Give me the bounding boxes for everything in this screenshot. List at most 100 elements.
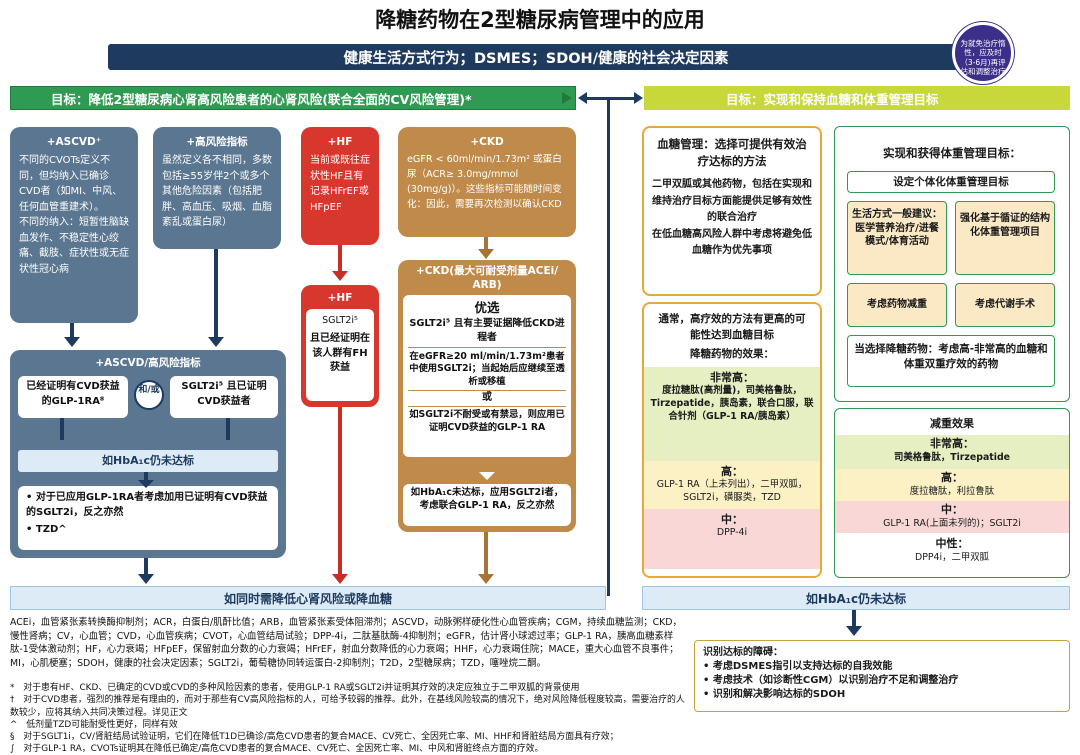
barrier-item-2: • 考虑技术（如诊断性CGM）以识别治疗不足和调整治疗 xyxy=(703,675,959,686)
weight-loss-head: 减重效果 xyxy=(930,417,974,430)
efficacy-intro: 通常，高疗效的方法有更高的可能性达到血糖目标 xyxy=(658,313,806,341)
card-hf-sglt2-title: +HF xyxy=(327,292,353,304)
ckd-preferred: 优选 xyxy=(474,300,500,316)
arrow-panel-mid-shaft xyxy=(144,472,148,482)
connector-right-arrowhead xyxy=(634,92,643,104)
arrow-highrisk-head xyxy=(208,337,224,347)
weight-title: 实现和获得体重管理目标： xyxy=(883,146,1021,160)
footnote-3: ^ 低剂量TZD可能耐受性更好，同样有效 xyxy=(10,719,178,730)
glucose-title: 血糖管理：选择可提供有效治疗达标的方法 xyxy=(657,137,807,168)
card-ckd-acei: +CKD(最大可耐受剂量ACEi/ ARB) 优选 SGLT2i⁵ 且有主要证据… xyxy=(398,260,576,532)
barriers-box: 识别达标的障碍： • 考虑DSMES指引以支持达标的自我效能 • 考虑技术（如诊… xyxy=(694,640,1070,712)
footnotes: * 对于患有HF、CKD、已确定的CVD或CVD的多种风险因素的患者，使用GLP… xyxy=(10,682,686,754)
page-title: 降糖药物在2型糖尿病管理中的应用 xyxy=(375,8,705,32)
arrow-ascvd-down-head xyxy=(138,574,154,584)
ascvd-panel: +ASCVD/高风险指标 已经证明有CVD获益的GLP-1RA⁸ 和/或 SGL… xyxy=(10,350,286,558)
card-high-risk: +高风险指标 虽然定义各不相同，多数包括≥55岁伴2个或多个其他危险因素（包括肥… xyxy=(153,127,281,249)
arrow-ckd-shaft xyxy=(484,237,488,251)
arrow-panel-left-shaft xyxy=(60,418,64,440)
bottom-right-bar: 如HbA₁c仍未达标 xyxy=(642,586,1070,610)
ascvd-bullets: • 对于已应用GLP-1RA者考虑加用已证明有CVD获益的SGLT2i，反之亦然… xyxy=(18,486,278,550)
weight-drug: 考虑药物减重 xyxy=(847,283,947,327)
ascvd-glp1-box: 已经证明有CVD获益的GLP-1RA⁸ xyxy=(18,376,128,418)
ascvd-hba1c-bar: 如HbA₁c仍未达标 xyxy=(18,450,278,472)
arrow-ckd-down-head xyxy=(478,574,494,584)
card-high-risk-body: 虽然定义各不相同，多数包括≥55岁伴2个或多个其他危险因素（包括肥胖、高血压、吸… xyxy=(162,155,272,229)
ascvd-bullet-1: • 对于已应用GLP-1RA者考虑加用已证明有CVD获益的SGLT2i，反之亦然 xyxy=(26,492,268,518)
efficacy-very-high: 非常高： 度拉糖肽(高剂量)，司美格鲁肽，Tirzepatide，胰岛素，联合口… xyxy=(644,366,820,461)
arrow-hf-down-shaft xyxy=(338,407,342,575)
ckd-pref-3: 如SGLT2i不耐受或有禁忌，则应用已证明CVD获益的GLP-1 RA xyxy=(409,408,565,433)
footnote-4: § 对于SGLT1i，CV/肾脏结局试验证明，它们在降低T1D已确诊/高危CVD… xyxy=(10,732,619,743)
wloss-intermediate: 中： GLP-1 RA(上面未列的)；SGLT2i xyxy=(835,501,1069,533)
hf-sglt2-body: 且已经证明在该人群有FH获益 xyxy=(310,333,370,374)
reassess-badge: 为就免治疗惰性，应及时（3-6月)再评估和调整治疗 xyxy=(952,22,1014,84)
ckd-inner-arrow xyxy=(479,472,495,480)
ckd-pref-1: SGLT2i⁵ 且有主要证据降低CKD进程者 xyxy=(409,318,565,343)
arrow-hf-down-head xyxy=(332,574,348,584)
weight-loss-panel: 减重效果 非常高： 司美格鲁肽，Tirzepatide 高： 度拉糖肽，利拉鲁肽… xyxy=(834,408,1070,578)
arrow-hf-head xyxy=(332,271,348,281)
arrow-ascvd-down-shaft xyxy=(144,558,148,576)
abbreviations: ACEi，血管紧张素转换酶抑制剂；ACR，白蛋白/肌酐比值；ARB，血管紧张素受… xyxy=(10,617,682,669)
card-hf-body: 当前或既往症状性HF且有记录HFrEF或HFpEF xyxy=(310,155,370,213)
arrow-ckd-head xyxy=(478,249,494,259)
right-goal-header: 目标：实现和保持血糖和体重管理目标 xyxy=(644,86,1070,110)
weight-surgery: 考虑代谢手术 xyxy=(955,283,1055,327)
hf-sglt2-label: SGLT2i⁵ xyxy=(322,315,358,327)
ascvd-sglt2-box: SGLT2i⁵ 且已证明CVD获益者 xyxy=(170,376,278,418)
ascvd-panel-title: +ASCVD/高风险指标 xyxy=(95,357,201,369)
weight-panel: 实现和获得体重管理目标： 设定个体化体重管理目标 生活方式一般建议：医学营养治疗… xyxy=(834,126,1070,402)
card-high-risk-title: +高风险指标 xyxy=(186,136,248,148)
card-ckd: +CKD eGFR < 60ml/min/1.73m² 或蛋白尿（ACR≥ 3.… xyxy=(398,127,576,237)
left-goal-header: 目标：降低2型糖尿病心肾高风险患者的心肾风险(联合全面的CV风险管理)* xyxy=(10,86,576,110)
arrow-panel-right-shaft xyxy=(226,418,230,440)
ascvd-bullet-2: • TZD^ xyxy=(26,524,67,535)
card-ascvd: +ASCVD⁺ 不同的CVOTs定义不同，但均纳入已确诊CVD者（如MI、中风、… xyxy=(10,127,138,323)
footnote-2: † 对于CVD患者，强烈的推荐是有理由的，而对于那些有CV高风险指标的人，可给予… xyxy=(10,695,685,718)
barriers-head: 识别达标的障碍： xyxy=(703,647,783,658)
arrow-barrier-shaft xyxy=(852,610,856,628)
card-ascvd-body: 不同的CVOTs定义不同，但均纳入已确诊CVD者（如MI、中风、任何血管重建术）… xyxy=(19,155,129,275)
efficacy-panel: 通常，高疗效的方法有更高的可能性达到血糖目标 降糖药物的效果： 非常高： 度拉糖… xyxy=(642,302,822,578)
arrow-highrisk-shaft xyxy=(214,249,218,339)
vertical-connector xyxy=(607,98,610,596)
barrier-item-1: • 考虑DSMES指引以支持达标的自我效能 xyxy=(703,661,893,672)
wloss-very-high: 非常高： 司美格鲁肽，Tirzepatide xyxy=(835,435,1069,469)
card-hf-title: +HF xyxy=(327,136,353,148)
barrier-item-3: • 识别和解决影响达标的SDOH xyxy=(703,689,846,700)
and-or-circle: 和/或 xyxy=(134,380,164,410)
wloss-neutral: 中性： DPP4i，二甲双胍 xyxy=(835,533,1069,573)
footnote-1: * 对于患有HF、CKD、已确定的CVD或CVD的多种风险因素的患者，使用GLP… xyxy=(10,683,580,693)
wloss-high: 高： 度拉糖肽，利拉鲁肽 xyxy=(835,469,1069,501)
bottom-left-bar: 如同时需降低心肾风险或降血糖 xyxy=(10,586,606,610)
card-ckd-body: eGFR < 60ml/min/1.73m² 或蛋白尿（ACR≥ 3.0mg/m… xyxy=(407,154,562,210)
card-ckd-title: +CKD xyxy=(470,136,504,148)
weight-set-goal: 设定个体化体重管理目标 xyxy=(847,171,1055,193)
efficacy-high: 高： GLP-1 RA（上未列出），二甲双胍，SGLT2i，磺脲类，TZD xyxy=(644,460,820,509)
weight-choose-drug: 当选择降糖药物：考虑高-非常高的血糖和体重双重疗效的药物 xyxy=(847,335,1055,387)
connector-left-arrowhead xyxy=(578,92,587,104)
glucose-panel: 血糖管理：选择可提供有效治疗达标的方法 二甲双胍或其他药物，包括在实现和维持治疗… xyxy=(642,126,822,296)
efficacy-head: 降糖药物的效果： xyxy=(690,347,774,360)
weight-intensive-program: 强化基于循证的结构化体重管理项目 xyxy=(955,201,1055,275)
lifestyle-bar: 健康生活方式行为；DSMES；SDOH/健康的社会决定因素 xyxy=(108,44,964,70)
ckd-hba1c-box: 如HbA₁c未达标，应用SGLT2i者，考虑联合GLP-1 RA，反之亦然 xyxy=(403,484,571,526)
left-header-arrow xyxy=(562,92,572,104)
arrow-barrier-head xyxy=(846,626,862,636)
ckd-pref-2: 在eGFR≥20 ml/min/1.73m²患者中使用SGLT2i；当起始后应继… xyxy=(409,350,565,387)
footnote-5: ∫ 对于GLP-1 RA，CVOTs证明其在降低已确定/高危CVD患者的复合MA… xyxy=(10,744,544,754)
card-hf-sglt2: +HF SGLT2i⁵ 且已经证明在该人群有FH获益 xyxy=(301,285,379,407)
weight-lifestyle: 生活方式一般建议：医学营养治疗/进餐模式/体育活动 xyxy=(847,201,947,275)
card-hf: +HF 当前或既往症状性HF且有记录HFrEF或HFpEF xyxy=(301,127,379,245)
arrow-panel-mid-head xyxy=(138,480,154,488)
arrow-ascvd-head xyxy=(64,337,80,347)
card-ascvd-title: +ASCVD⁺ xyxy=(46,136,102,148)
glucose-body: 二甲双胍或其他药物，包括在实现和维持治疗目标方面能提供足够有效性的联合治疗 在低… xyxy=(652,179,812,257)
arrow-ckd-down-shaft xyxy=(484,532,488,575)
efficacy-intermediate: 中： DPP-4i xyxy=(644,508,820,569)
card-ckd-acei-title: +CKD(最大可耐受剂量ACEi/ ARB) xyxy=(415,265,559,291)
ckd-or: 或 xyxy=(482,392,492,404)
arrow-ascvd-shaft xyxy=(70,323,74,339)
header-connector xyxy=(583,97,639,100)
